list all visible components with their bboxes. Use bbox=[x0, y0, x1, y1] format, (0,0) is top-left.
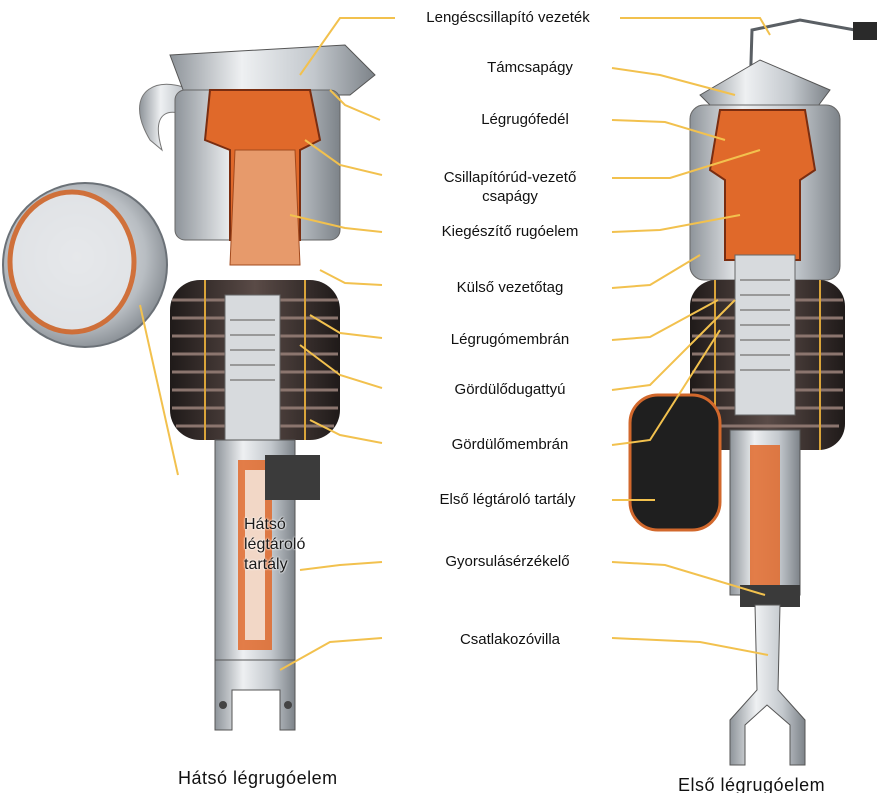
front-accel-sensor bbox=[740, 585, 800, 607]
front-fork bbox=[730, 605, 805, 765]
label-elso-legtarolo-tartaly: Első légtároló tartály bbox=[400, 490, 615, 509]
overlay-line2: légtároló bbox=[244, 535, 305, 555]
label-lengescsillapito-vezetek: Lengéscsillapító vezeték bbox=[396, 8, 620, 27]
caption-front-air-spring: Első légrugóelem bbox=[678, 775, 825, 793]
rear-air-spring bbox=[3, 45, 375, 730]
caption-rear-air-spring: Hátsó légrugóelem bbox=[178, 768, 338, 789]
overlay-line3: tartály bbox=[244, 555, 305, 575]
label-csillapitorud-line1: Csillapítórúd-vezető bbox=[410, 168, 610, 187]
label-legrugomembran: Légrugómembrán bbox=[410, 330, 610, 349]
front-top-bearing bbox=[700, 60, 830, 110]
label-gordulomembran: Gördülőmembrán bbox=[410, 435, 610, 454]
front-cutaway-core bbox=[710, 110, 815, 260]
label-csillapitorud-vezeto-csapagy: Csillapítórúd-vezető csapágy bbox=[410, 168, 610, 206]
label-kulso-vezetotag: Külső vezetőtag bbox=[410, 278, 610, 297]
label-tamcsapagy: Támcsapágy bbox=[455, 58, 605, 77]
front-reservoir bbox=[630, 395, 720, 530]
label-csillapitorud-line2: csapágy bbox=[410, 187, 610, 206]
label-gordulodugattyu: Gördülődugattyú bbox=[410, 380, 610, 399]
rear-top-mount bbox=[170, 45, 375, 95]
label-csatlakozovilla: Csatlakozóvilla bbox=[410, 630, 610, 649]
label-kiegeszito-rugoelem: Kiegészítő rugóelem bbox=[405, 222, 615, 241]
front-air-spring bbox=[630, 20, 877, 765]
label-legrugofedel: Légrugófedél bbox=[440, 110, 610, 129]
label-hatso-legtarolo-tartaly: Hátsó légtároló tartály bbox=[244, 515, 305, 575]
overlay-line1: Hátsó bbox=[244, 515, 305, 535]
label-gyorsulaserzekelo: Gyorsulásérzékelő bbox=[405, 552, 610, 571]
rear-fork bbox=[215, 660, 295, 730]
